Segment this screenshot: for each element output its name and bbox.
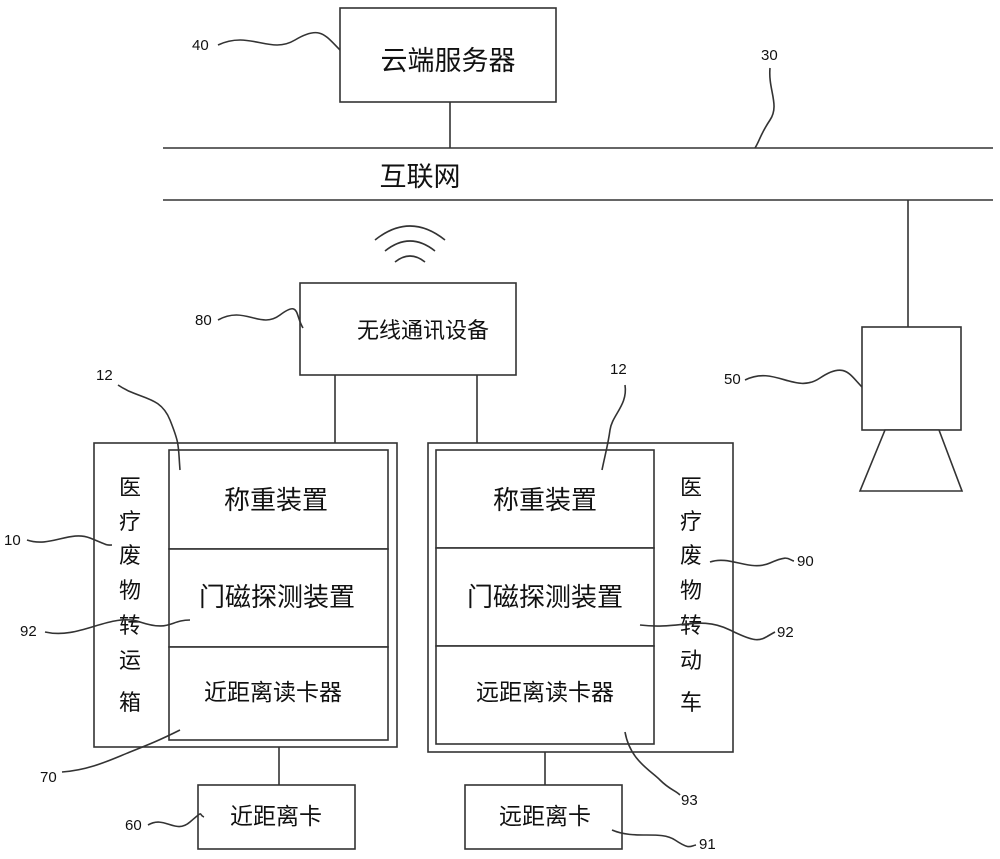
leader-40 (217, 31, 341, 51)
ref-12-left: 12 (96, 367, 113, 384)
left-reader-box (168, 646, 389, 741)
right-vlabel-char: 车 (680, 691, 702, 716)
right-vlabel-char: 转 (680, 614, 702, 639)
leader-12-left (117, 384, 181, 471)
cloud-server-box (339, 7, 557, 103)
left-weighing-box (168, 449, 389, 550)
ref-92-right: 92 (777, 624, 794, 641)
right-card-label: 远距离卡 (499, 804, 591, 830)
ref-50: 50 (724, 371, 741, 388)
left-reader-label: 近距离读卡器 (204, 680, 342, 706)
right-door-sensor-box (435, 547, 655, 647)
right-cart-vertical-label: 医 疗 废 物 转 动 车 (680, 476, 702, 716)
leader-12-right (601, 384, 627, 471)
ref-40: 40 (192, 37, 209, 54)
cloud-server-label: 云端服务器 (381, 46, 516, 77)
right-vlabel-char: 动 (680, 649, 702, 674)
left-vlabel-char: 转 (119, 614, 141, 639)
leader-91 (611, 829, 697, 848)
wireless-signal-icon (374, 225, 446, 263)
wireless-device-box (299, 282, 517, 376)
ref-80: 80 (195, 312, 212, 329)
leader-30 (754, 67, 775, 149)
left-vlabel-char: 箱 (119, 691, 141, 716)
left-vlabel-char: 医 (119, 476, 141, 501)
ref-92-left: 92 (20, 623, 37, 640)
internet-label: 互联网 (380, 162, 461, 193)
leader-92-left (44, 619, 191, 635)
left-vlabel-char: 废 (119, 544, 141, 569)
camera-body (861, 326, 962, 431)
right-vlabel-char: 物 (680, 579, 702, 604)
ref-91: 91 (699, 836, 716, 853)
left-card-box (197, 784, 356, 850)
left-vlabel-char: 疗 (119, 510, 141, 535)
leader-92-right (639, 622, 776, 641)
right-weighing-box (435, 449, 655, 549)
right-card-box (464, 784, 623, 850)
left-door-sensor-label: 门磁探测装置 (199, 583, 355, 613)
right-vlabel-char: 疗 (680, 510, 702, 535)
wireless-device-label: 无线通讯设备 (357, 319, 489, 344)
ref-70: 70 (40, 769, 57, 786)
left-card-label: 近距离卡 (230, 804, 322, 830)
leader-60 (147, 813, 205, 828)
right-door-sensor-label: 门磁探测装置 (467, 583, 623, 613)
leader-10 (26, 535, 113, 546)
ref-90: 90 (797, 553, 814, 570)
leader-90 (709, 557, 795, 567)
leader-80 (217, 308, 304, 329)
right-vlabel-char: 废 (680, 544, 702, 569)
camera-lens (858, 429, 964, 492)
right-reader-label: 远距离读卡器 (476, 680, 614, 706)
right-weighing-label: 称重装置 (493, 486, 597, 516)
left-weighing-label: 称重装置 (224, 486, 328, 516)
ref-30: 30 (761, 47, 778, 64)
leader-93 (624, 731, 681, 796)
ref-12-right: 12 (610, 361, 627, 378)
left-vlabel-char: 运 (119, 649, 141, 674)
left-vlabel-char: 物 (119, 579, 141, 604)
ref-93: 93 (681, 792, 698, 809)
right-vlabel-char: 医 (680, 476, 702, 501)
left-door-sensor-box (168, 548, 389, 648)
ref-60: 60 (125, 817, 142, 834)
leader-70 (61, 729, 181, 773)
ref-10: 10 (4, 532, 21, 549)
right-reader-box (435, 645, 655, 745)
leader-50 (744, 369, 863, 388)
